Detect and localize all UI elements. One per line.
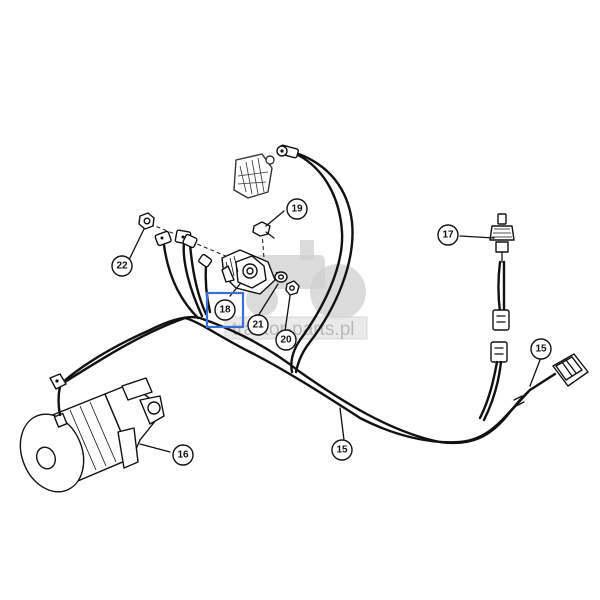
callout-15-center-label: 15 [336,445,348,456]
callout-18-highlight-box [205,291,245,329]
solenoid-ghost-top [233,153,275,199]
nut-part-20 [285,280,300,296]
sender-connector-upper [492,309,510,331]
callout-15-right[interactable]: 15 [530,338,552,360]
starter-motor-part-16 [19,373,165,493]
callout-20[interactable]: 20 [275,329,297,351]
leader-lines [127,210,541,453]
callout-15-right-label: 15 [535,344,547,355]
callout-16-label: 16 [177,450,189,461]
callout-20-label: 20 [280,335,292,346]
callout-18[interactable]: 18 [205,291,245,329]
main-harness [58,316,557,445]
callout-19-label: 19 [291,204,303,215]
sender-connector-lower [490,341,508,363]
callout-21-label: 21 [252,320,264,331]
battery-cable [276,144,354,374]
callout-17-label: 17 [442,230,454,241]
callout-17[interactable]: 17 [437,224,459,246]
callout-16[interactable]: 16 [172,444,194,466]
branch-terminals [154,229,213,268]
callout-19[interactable]: 19 [286,198,308,220]
callout-21[interactable]: 21 [247,314,269,336]
washer-part-21 [274,271,288,283]
harness-end-connector [513,353,589,407]
terminal-1 [154,230,172,247]
ring-terminal [276,144,299,159]
terminal-3 [182,233,198,249]
sender-switch-part-17 [478,213,515,422]
terminal-4 [198,253,213,268]
bolt-part-19 [252,221,275,239]
callout-18-label: 18 [219,305,231,316]
nut-part-22 [138,212,155,230]
callout-15-center[interactable]: 15 [331,439,353,461]
callout-22-label: 22 [116,261,128,272]
solenoid-bracket [221,249,276,295]
callout-22[interactable]: 22 [111,255,133,277]
